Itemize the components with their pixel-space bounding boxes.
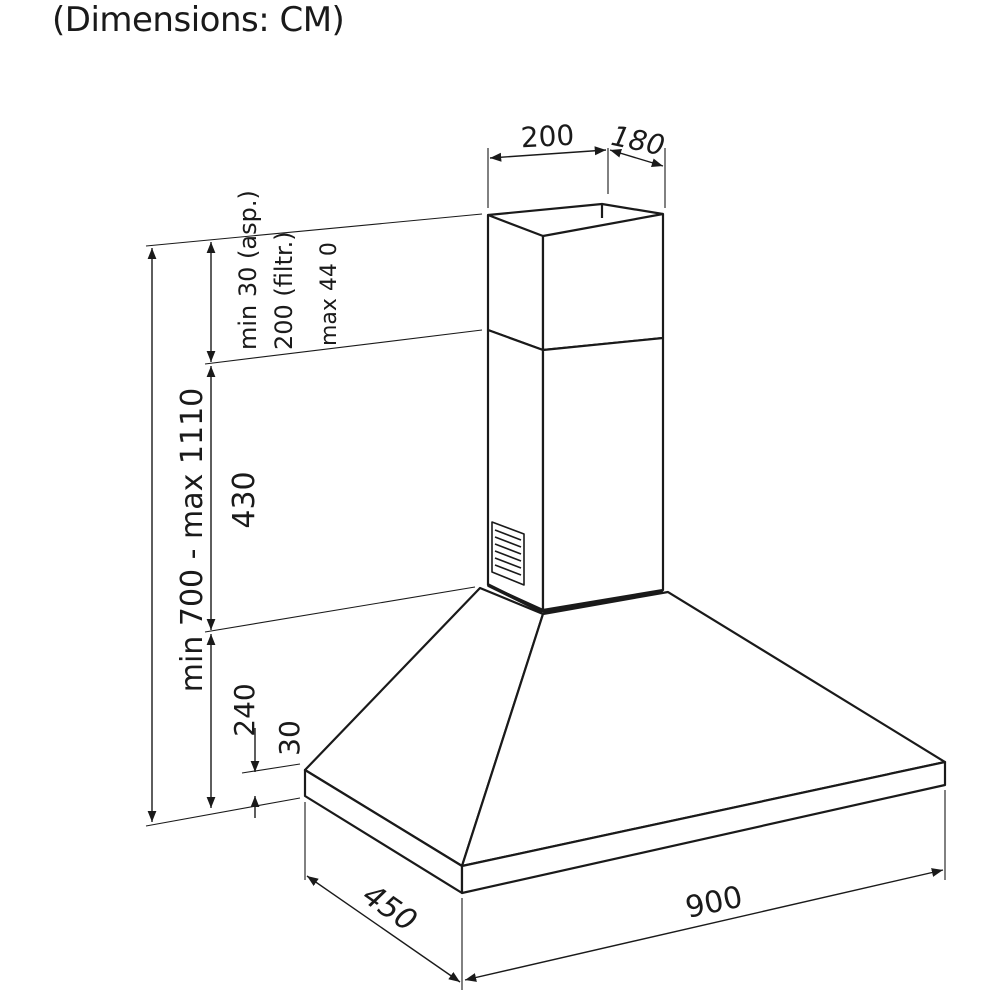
hood-depth-arrow bbox=[306, 875, 461, 983]
chimney-depth-label: 180 bbox=[608, 119, 667, 162]
vent-grille-icon bbox=[491, 521, 525, 586]
hood-drawing bbox=[303, 202, 947, 895]
upper-chimney bbox=[486, 202, 665, 352]
lower-chimney bbox=[486, 328, 665, 614]
diagram-heading: (Dimensions: CM) bbox=[52, 0, 345, 40]
top-gap-filtr-label: 200 (filtr.) bbox=[270, 231, 298, 350]
canopy-height-label: 240 bbox=[228, 683, 261, 736]
chimney-width-arrow bbox=[489, 146, 607, 162]
rim-height-label: 30 bbox=[273, 720, 306, 756]
hood-width-arrow bbox=[464, 868, 944, 982]
dimension-labels: 200 180 min 30 (asp.) 200 (filtr.) max 4… bbox=[175, 119, 746, 939]
chimney-width-label: 200 bbox=[520, 119, 575, 155]
hood-width-label: 900 bbox=[682, 880, 745, 926]
upper-max-label: max 44 0 bbox=[317, 242, 342, 346]
canopy bbox=[303, 586, 947, 868]
hood-rim bbox=[303, 760, 947, 895]
hood-depth-label: 450 bbox=[356, 877, 423, 939]
top-gap-asp-label: min 30 (asp.) bbox=[234, 190, 262, 350]
chimney-depth-arrow bbox=[609, 148, 664, 168]
dimension-arrows bbox=[147, 146, 944, 983]
total-height-label: min 700 - max 1110 bbox=[175, 388, 210, 693]
chimney-height-label: 430 bbox=[227, 471, 262, 528]
